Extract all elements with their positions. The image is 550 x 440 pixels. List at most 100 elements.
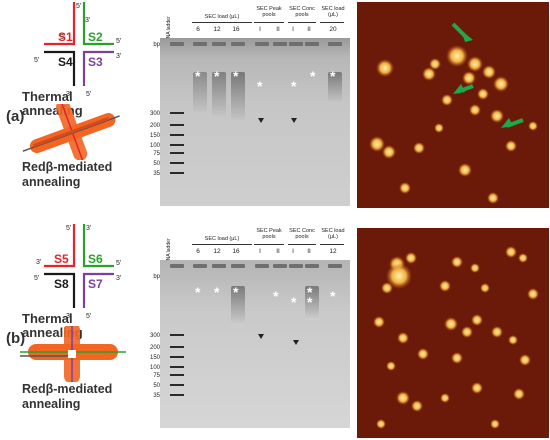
band-marker-star: * [307,284,313,300]
panel-label: (a) [6,108,25,125]
four-way-junction-schematic: 5' 3' 3' 5' 5' 3' 3' 5' S1 S2 S4 S3 [34,2,121,98]
lane-label: 6 [196,248,200,255]
lane-label: I [292,26,294,33]
arrowhead-marker [293,340,299,345]
lane-label: I [259,248,261,255]
lane-label: 12 [213,26,221,33]
strand-s8-label: S8 [54,277,69,291]
afm-image [357,228,549,438]
well [193,264,207,268]
end-label: 3' [66,313,71,320]
well [328,264,342,268]
lane-label: 12 [213,248,221,255]
strand-s6-label: S6 [88,252,103,266]
group-underline [288,244,316,245]
ladder-bp-label: 300 [149,111,160,117]
ladder-bp-label: 35 [153,171,160,177]
ladder-bp-label: 50 [153,383,160,389]
well [231,264,245,268]
junction-3d-model [22,104,120,160]
lane-smear [231,72,245,120]
well [305,42,319,46]
ladder-bp-label: 100 [149,365,160,371]
end-label: 5' [86,313,91,320]
group-underline [192,244,252,245]
arrowhead-marker [258,334,264,339]
well [170,264,184,268]
arrowhead-marker [291,118,297,123]
end-label: 3' [86,225,91,232]
lane-label: 16 [232,26,240,33]
arrowhead-marker [258,118,264,123]
ladder-bp-label: 35 [153,393,160,399]
lane-smear [231,286,245,326]
ladder-band [170,144,184,146]
ladder-band [170,172,184,174]
ladder-bp-label: 100 [149,143,160,149]
end-label: 3' [116,53,121,60]
band-marker-star: * [273,288,279,304]
ladder-band [170,162,184,164]
strand-s5-label: S5 [54,252,69,266]
afm-image [357,2,549,208]
junction-3d-model [20,326,126,382]
ladder-bp-label: 150 [149,133,160,139]
group-underline [254,22,284,23]
well [255,42,269,46]
strand-s1-label: S1 [58,30,73,44]
ladder-band [170,346,184,348]
gel-image: * * * * * * * [160,38,350,206]
panel-a: (a) 5' 3' 3' 5' 5' 3' 3' 5' S1 S2 S4 S3 … [0,0,550,210]
ladder-bp-label: 300 [149,333,160,339]
well [328,42,342,46]
ladder-bp-label: 200 [149,123,160,129]
well [212,264,226,268]
lane-group-title: SEC Conc pools [289,6,315,18]
well [170,42,184,46]
well [273,42,287,46]
ladder-band [170,112,184,114]
well [305,264,319,268]
ladder-bp-label: 75 [153,151,160,157]
well [231,42,245,46]
strand-s2-label: S2 [88,30,103,44]
lane-group-title: SEC load (μL) [321,6,345,18]
end-label: 5' [66,225,71,232]
end-label: 5' [76,3,81,10]
lane-group-title: SEC Peak pools [256,228,282,240]
ladder-band [170,152,184,154]
ladder-bp-label: 200 [149,345,160,351]
band-marker-star: * [257,78,263,94]
band-marker-star: * [310,68,316,84]
band-marker-star: * [330,68,336,84]
bp-unit: bp [153,274,160,280]
band-marker-star: * [214,68,220,84]
lane-group-title: SEC load (μL) [321,228,345,240]
lane-label: II [307,248,311,255]
ladder-band [170,356,184,358]
lane-label: I [259,26,261,33]
panel-label: (b) [6,330,26,347]
ladder-band [170,384,184,386]
lane-group-title: SEC Peak pools [256,6,282,18]
four-way-junction-schematic: 5' 3' 3' 5' 5' 3' 3' 5' S5 S6 S8 S7 [34,224,121,320]
band-marker-star: * [330,288,336,304]
band-marker-star: * [195,68,201,84]
lane-smear [212,72,226,116]
lane-smear [193,72,207,112]
redb-annealing-label: Redβ-mediated annealing [22,382,142,412]
group-underline [192,22,252,23]
band-marker-star: * [233,284,239,300]
bp-unit: bp [153,42,160,48]
strand-s7-label: S7 [88,277,103,291]
group-underline [288,22,316,23]
group-underline [320,244,344,245]
afm-arrows [451,22,524,128]
panel-b: (b) 5' 3' 3' 5' 5' 3' 3' 5' S5 S6 S8 S7 … [0,222,550,438]
band-marker-star: * [233,68,239,84]
ladder-band [170,134,184,136]
lane-label: 6 [196,26,200,33]
strand-s4-label: S4 [58,55,73,69]
lane-label: 12 [329,248,337,255]
end-label: 3' [85,17,90,24]
